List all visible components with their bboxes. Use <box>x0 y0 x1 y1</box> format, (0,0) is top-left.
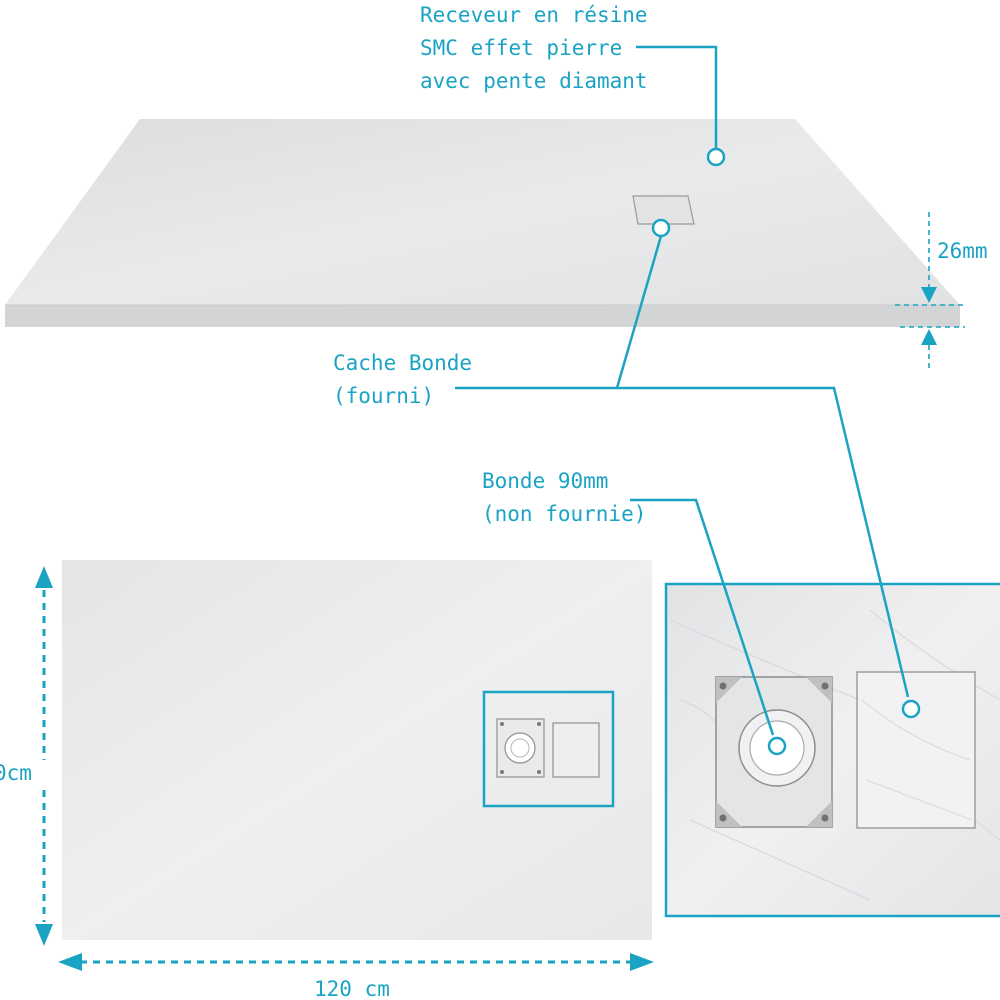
thickness-dimension: 26mm <box>895 212 988 372</box>
tray-label-line-2: SMC effet pierre <box>420 36 622 60</box>
tray-perspective <box>5 119 960 327</box>
width-dimension: 120 cm <box>58 953 654 1000</box>
tray-label-line-3: avec pente diamant <box>420 69 648 93</box>
bonde-label-line-2: (non fournie) <box>482 502 646 526</box>
arrow-up-icon <box>35 566 53 588</box>
callout-bonde-dot <box>767 736 787 756</box>
tray-label-line-1: Receveur en résine <box>420 3 648 27</box>
callout-cache-dot-top <box>651 218 671 238</box>
drain-cover-small <box>552 722 600 778</box>
callout-tray-dot <box>706 147 726 167</box>
cache-bonde-label-line-1: Cache Bonde <box>333 351 472 375</box>
drain-highlight-box <box>482 690 615 808</box>
cache-bonde-label-line-2: (fourni) <box>333 384 434 408</box>
callout-cache-line-2 <box>455 386 910 698</box>
arrow-down-icon <box>921 287 937 303</box>
tray-top-surface <box>5 119 960 305</box>
callout-cache-line <box>615 235 663 389</box>
drain-closeup <box>664 582 1000 918</box>
bonde-label-line-1: Bonde 90mm <box>482 469 608 493</box>
tray-front-edge <box>5 305 960 327</box>
callout-cache-dot-closeup <box>901 699 921 719</box>
height-dimension: 0cm <box>0 566 53 946</box>
height-label: 0cm <box>0 761 32 785</box>
drain-cover-perspective <box>632 195 695 225</box>
callout-tray-line <box>636 45 718 149</box>
callout-bonde-line <box>630 498 775 736</box>
arrow-up-icon <box>921 329 937 345</box>
arrow-right-icon <box>630 953 654 971</box>
width-label: 120 cm <box>314 977 390 1000</box>
callouts <box>455 45 921 756</box>
arrow-left-icon <box>58 953 82 971</box>
arrow-down-icon <box>35 924 53 946</box>
thickness-label: 26mm <box>937 239 988 263</box>
closeup-frame <box>664 582 1000 918</box>
tray-plan-view <box>62 560 652 940</box>
drain-cover-large <box>856 671 976 829</box>
